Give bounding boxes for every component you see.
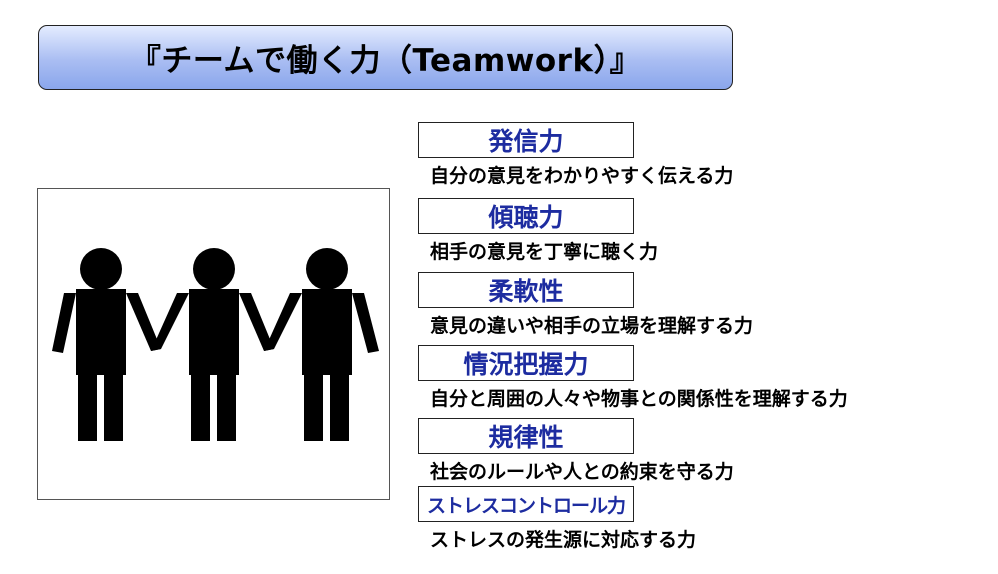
skill-name: ストレスコントロール力 (426, 494, 626, 517)
skill-name-box: 傾聴力 (418, 198, 634, 234)
skill-description: 自分と周囲の人々や物事との関係性を理解する力 (430, 388, 848, 410)
skill-name: 傾聴力 (488, 203, 564, 232)
skill-name-box: 規律性 (418, 418, 634, 454)
skill-name-box: 情況把握力 (418, 345, 634, 381)
skill-description: 社会のルールや人との約束を守る力 (430, 461, 734, 483)
skill-name: 規律性 (488, 423, 564, 452)
skill-description: 意見の違いや相手の立場を理解する力 (430, 315, 754, 337)
skill-item: 傾聴力 相手の意見を丁寧に聴く力 (418, 198, 658, 264)
skill-item: 発信力 自分の意見をわかりやすく伝える力 (418, 122, 733, 188)
skill-name: 情況把握力 (463, 350, 589, 379)
illustration-panel (37, 188, 390, 500)
skill-item: 規律性 社会のルールや人との約束を守る力 (418, 418, 734, 484)
skill-description: 自分の意見をわかりやすく伝える力 (430, 165, 734, 187)
three-people-holding-hands-icon (52, 248, 379, 441)
skill-name-box: 発信力 (418, 122, 634, 158)
title-banner: 『チームで働く力（Teamwork）』 (38, 25, 733, 90)
page-title: 『チームで働く力（Teamwork）』 (129, 43, 642, 79)
skill-name: 発信力 (488, 127, 564, 156)
skill-name-box: ストレスコントロール力 (418, 486, 634, 522)
skill-item: ストレスコントロール力 ストレスの発生源に対応する力 (418, 486, 696, 552)
skill-description: 相手の意見を丁寧に聴く力 (430, 241, 659, 263)
skill-description: ストレスの発生源に対応する力 (430, 529, 697, 551)
skill-item: 情況把握力 自分と周囲の人々や物事との関係性を理解する力 (418, 345, 848, 411)
skill-name-box: 柔軟性 (418, 272, 634, 308)
skill-name: 柔軟性 (488, 277, 564, 306)
skill-item: 柔軟性 意見の違いや相手の立場を理解する力 (418, 272, 753, 338)
